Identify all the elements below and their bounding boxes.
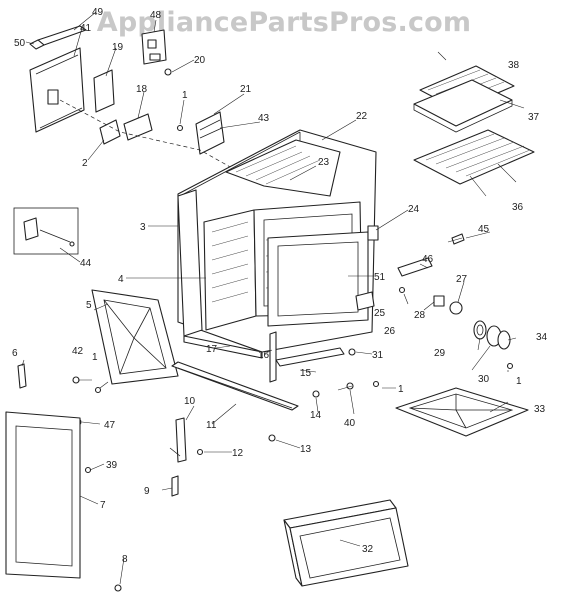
label-18: 18 — [136, 84, 148, 95]
part-32-storage-drawer[interactable] — [283, 499, 409, 587]
part-46-element[interactable] — [397, 257, 433, 277]
label-4: 4 — [118, 274, 124, 285]
label-36: 36 — [512, 202, 524, 213]
label-10: 10 — [184, 396, 196, 407]
part-29-gasket[interactable] — [473, 320, 487, 340]
label-38: 38 — [508, 60, 520, 71]
part-1-screw-right[interactable] — [372, 380, 380, 388]
part-19-bracket[interactable] — [93, 69, 115, 113]
part-15-bottom-rail[interactable] — [275, 347, 345, 367]
label-48: 48 — [150, 10, 162, 21]
label-8: 8 — [122, 554, 128, 565]
label-5: 5 — [86, 300, 92, 311]
label-47: 47 — [104, 420, 116, 431]
part-33-bottom-panel[interactable] — [395, 387, 529, 437]
label-37: 37 — [528, 112, 540, 123]
part-14-rail-clip[interactable] — [312, 390, 320, 398]
label-49: 49 — [92, 7, 104, 18]
part-1-screw-left[interactable] — [94, 386, 102, 394]
part-18-bracket[interactable] — [123, 113, 153, 141]
label-28: 28 — [414, 310, 426, 321]
part-6-clip[interactable] — [17, 363, 27, 389]
part-34-lamp-cover[interactable] — [497, 330, 511, 350]
label-39: 39 — [106, 460, 118, 471]
part-7-door-frame[interactable] — [5, 411, 81, 579]
part-31-screw[interactable] — [348, 348, 356, 356]
label-29: 29 — [434, 348, 446, 359]
label-27: 27 — [456, 274, 468, 285]
label-14: 14 — [310, 410, 322, 421]
part-40-screw[interactable] — [346, 382, 354, 390]
label-13: 13 — [300, 444, 312, 455]
label-42: 42 — [72, 346, 84, 357]
part-36-oven-rack[interactable] — [413, 129, 535, 185]
part-8-screw[interactable] — [114, 584, 122, 592]
label-1-top: 1 — [182, 90, 188, 101]
label-25: 25 — [374, 308, 386, 319]
label-1-lamp: 1 — [516, 376, 522, 387]
part-1-screw-top[interactable] — [176, 124, 184, 132]
part-26-screw[interactable] — [398, 286, 406, 294]
label-24: 24 — [408, 204, 420, 215]
part-3-side-trim[interactable] — [177, 189, 203, 337]
label-26: 26 — [384, 326, 396, 337]
part-12-screw[interactable] — [196, 448, 204, 456]
label-9: 9 — [144, 486, 150, 497]
label-44: 44 — [80, 258, 92, 269]
part-2-bracket[interactable] — [99, 119, 121, 145]
part-50-vent-end[interactable] — [29, 39, 45, 50]
part-5-broiler-pan[interactable] — [91, 289, 179, 385]
part-43-insulation[interactable] — [225, 139, 341, 197]
label-16: 16 — [258, 350, 270, 361]
label-34: 34 — [536, 332, 548, 343]
part-27-light-bulb[interactable] — [449, 301, 463, 315]
part-11-drawer-rail[interactable] — [171, 361, 299, 411]
label-11: 11 — [206, 420, 217, 431]
label-51: 51 — [374, 272, 386, 283]
part-24-hinge-receptacle[interactable] — [367, 225, 379, 241]
part-28-socket[interactable] — [433, 295, 445, 307]
part-21-vent-bracket[interactable] — [195, 111, 225, 155]
part-48-switch-assembly[interactable] — [141, 29, 167, 65]
label-1-left: 1 — [92, 352, 98, 363]
part-41-rear-panel[interactable] — [29, 47, 85, 133]
label-30: 30 — [478, 374, 490, 385]
label-19: 19 — [112, 42, 124, 53]
label-46: 46 — [422, 254, 434, 265]
label-3: 3 — [140, 222, 146, 233]
label-22: 22 — [356, 111, 368, 122]
part-13-glide[interactable] — [268, 434, 276, 442]
label-32: 32 — [362, 544, 374, 555]
part-9-hinge-pin[interactable] — [171, 475, 179, 497]
label-31: 31 — [372, 350, 384, 361]
part-20-screw[interactable] — [164, 68, 172, 76]
part-1-screw-lamp[interactable] — [506, 362, 514, 370]
label-33: 33 — [534, 404, 546, 415]
part-44-inset-bracket[interactable] — [13, 207, 79, 255]
label-45: 45 — [478, 224, 490, 235]
label-41: 41 — [80, 23, 92, 34]
label-12: 12 — [232, 448, 244, 459]
label-15: 15 — [300, 368, 312, 379]
label-21: 21 — [240, 84, 252, 95]
part-39-screw[interactable] — [84, 466, 92, 474]
part-16-side-rail[interactable] — [269, 331, 277, 383]
label-50: 50 — [14, 38, 26, 49]
part-4-oven-liner[interactable] — [203, 209, 257, 331]
label-6: 6 — [12, 348, 18, 359]
label-2: 2 — [82, 158, 88, 169]
label-17: 17 — [206, 344, 218, 355]
label-20: 20 — [194, 55, 206, 66]
part-25-hinge-bracket[interactable] — [355, 291, 375, 311]
label-43: 43 — [258, 113, 270, 124]
label-40: 40 — [344, 418, 356, 429]
part-10-hinge[interactable] — [169, 417, 187, 463]
part-49-vent-trim[interactable] — [37, 25, 87, 46]
label-23: 23 — [318, 157, 330, 168]
label-1-right: 1 — [398, 384, 404, 395]
part-51-door-frame[interactable] — [267, 231, 369, 327]
label-7: 7 — [100, 500, 106, 511]
